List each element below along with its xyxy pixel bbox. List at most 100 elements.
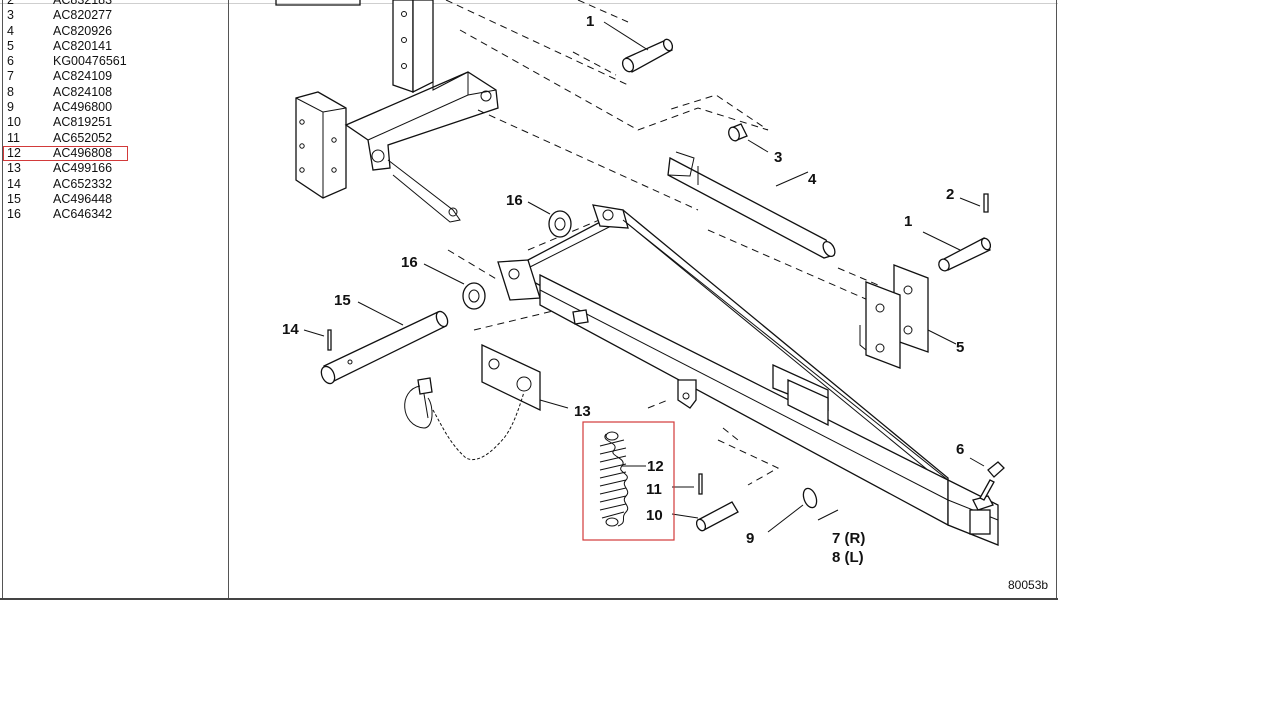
- callout-15: 15: [334, 292, 351, 309]
- callout-7: 7 (R): [832, 530, 865, 547]
- top-rule: [0, 3, 1058, 4]
- arm-part-7-8: [497, 204, 999, 546]
- part-number: AC832183: [53, 0, 113, 7]
- roll-pin-part-11: [698, 473, 703, 495]
- item-number: 7: [7, 69, 14, 84]
- leader: [922, 231, 961, 251]
- hitch-bracket: [295, 0, 499, 223]
- callout-3: 3: [774, 149, 782, 166]
- leader: [927, 329, 957, 345]
- leader: [817, 509, 839, 521]
- callout-12: 12: [647, 458, 664, 475]
- callout-13: 13: [574, 403, 591, 420]
- plate-part-13: [481, 343, 541, 412]
- callout-6: 6: [956, 441, 964, 458]
- lynch-pin-chain: [404, 377, 525, 460]
- callout-4: 4: [808, 171, 817, 188]
- callout-10: 10: [646, 507, 663, 524]
- frame-edge: [275, 0, 361, 6]
- callout-1-upper: 1: [586, 13, 594, 30]
- part-number: KG00476561: [53, 54, 127, 69]
- item-number: 10: [7, 115, 21, 130]
- drawing-reference: 80053b: [1008, 578, 1048, 592]
- part-number: AC652332: [53, 176, 113, 191]
- list-item[interactable]: 16 AC646342: [3, 207, 228, 222]
- callout-1-right: 1: [904, 213, 912, 230]
- cotter-pin-part-14: [327, 329, 332, 351]
- part-number: AC824109: [53, 69, 113, 84]
- bushing-part-3: [728, 123, 748, 142]
- item-number: 6: [7, 54, 14, 69]
- list-item[interactable]: 8 AC824108: [3, 85, 228, 100]
- item-number: 4: [7, 23, 14, 38]
- item-number: 11: [7, 130, 20, 145]
- part-number: AC819251: [53, 115, 113, 130]
- callout-2: 2: [946, 186, 954, 203]
- pin-part-10: [695, 501, 739, 532]
- list-item[interactable]: 10 AC819251: [3, 115, 228, 130]
- shaft-part-4: [667, 151, 836, 259]
- item-number: 16: [7, 207, 21, 222]
- exploded-parts-diagram: 1 3 4 1: [275, 0, 1048, 592]
- leader: [423, 263, 465, 285]
- leader: [969, 457, 985, 467]
- part-number: AC820926: [53, 23, 113, 38]
- part-number: AC646342: [53, 207, 113, 222]
- callout-14: 14: [282, 321, 299, 338]
- item-number: 13: [7, 161, 21, 176]
- bottom-rule: [0, 598, 1058, 600]
- leader: [959, 197, 981, 207]
- leader: [539, 399, 569, 409]
- part-number: AC496808: [53, 145, 113, 160]
- list-item[interactable]: 4 AC820926: [3, 24, 228, 39]
- list-item[interactable]: 13 AC499166: [3, 161, 228, 176]
- spring-part-12: [599, 431, 629, 527]
- item-number: 15: [7, 191, 21, 206]
- washer-part-16-upper: [548, 210, 572, 238]
- part-number: AC652052: [53, 130, 113, 145]
- list-item[interactable]: 6 KG00476561: [3, 54, 228, 69]
- item-number: 2: [7, 0, 14, 7]
- diagram-panel: 1 3 4 1: [228, 0, 1057, 600]
- part-number: AC820277: [53, 8, 113, 23]
- callout-16-lower: 16: [401, 254, 418, 271]
- leader: [671, 486, 699, 519]
- part-number: AC496448: [53, 191, 113, 206]
- list-item[interactable]: 7 AC824109: [3, 69, 228, 84]
- selected-part-highlight: [582, 421, 675, 541]
- item-number: 12: [7, 145, 21, 160]
- list-item[interactable]: 15 AC496448: [3, 192, 228, 207]
- leader: [775, 171, 809, 187]
- part-number: AC820141: [53, 38, 113, 53]
- washer-part-16-lower: [462, 282, 486, 310]
- part-number: AC499166: [53, 161, 113, 176]
- list-item[interactable]: 2 AC832183: [3, 0, 228, 8]
- part-number: AC824108: [53, 84, 113, 99]
- item-number: 8: [7, 84, 14, 99]
- item-number: 14: [7, 176, 21, 191]
- washer-part-9: [802, 487, 818, 509]
- bolt-part-6: [979, 461, 1005, 501]
- item-number: 9: [7, 100, 14, 115]
- list-item[interactable]: 11 AC652052: [3, 131, 228, 146]
- leader: [357, 301, 404, 326]
- plates-part-5: [859, 264, 929, 369]
- leader: [527, 201, 551, 215]
- list-item[interactable]: 12 AC496808: [3, 145, 128, 162]
- pin-part-1-right: [938, 237, 992, 272]
- list-item[interactable]: 14 AC652332: [3, 177, 228, 192]
- callout-16-upper: 16: [506, 192, 523, 209]
- pin-part-15: [320, 310, 449, 385]
- callout-5: 5: [956, 339, 964, 356]
- leader: [767, 504, 804, 533]
- pin-part-1-upper: [621, 38, 674, 73]
- leader: [603, 21, 649, 51]
- callout-11: 11: [646, 481, 662, 498]
- leader: [303, 329, 325, 337]
